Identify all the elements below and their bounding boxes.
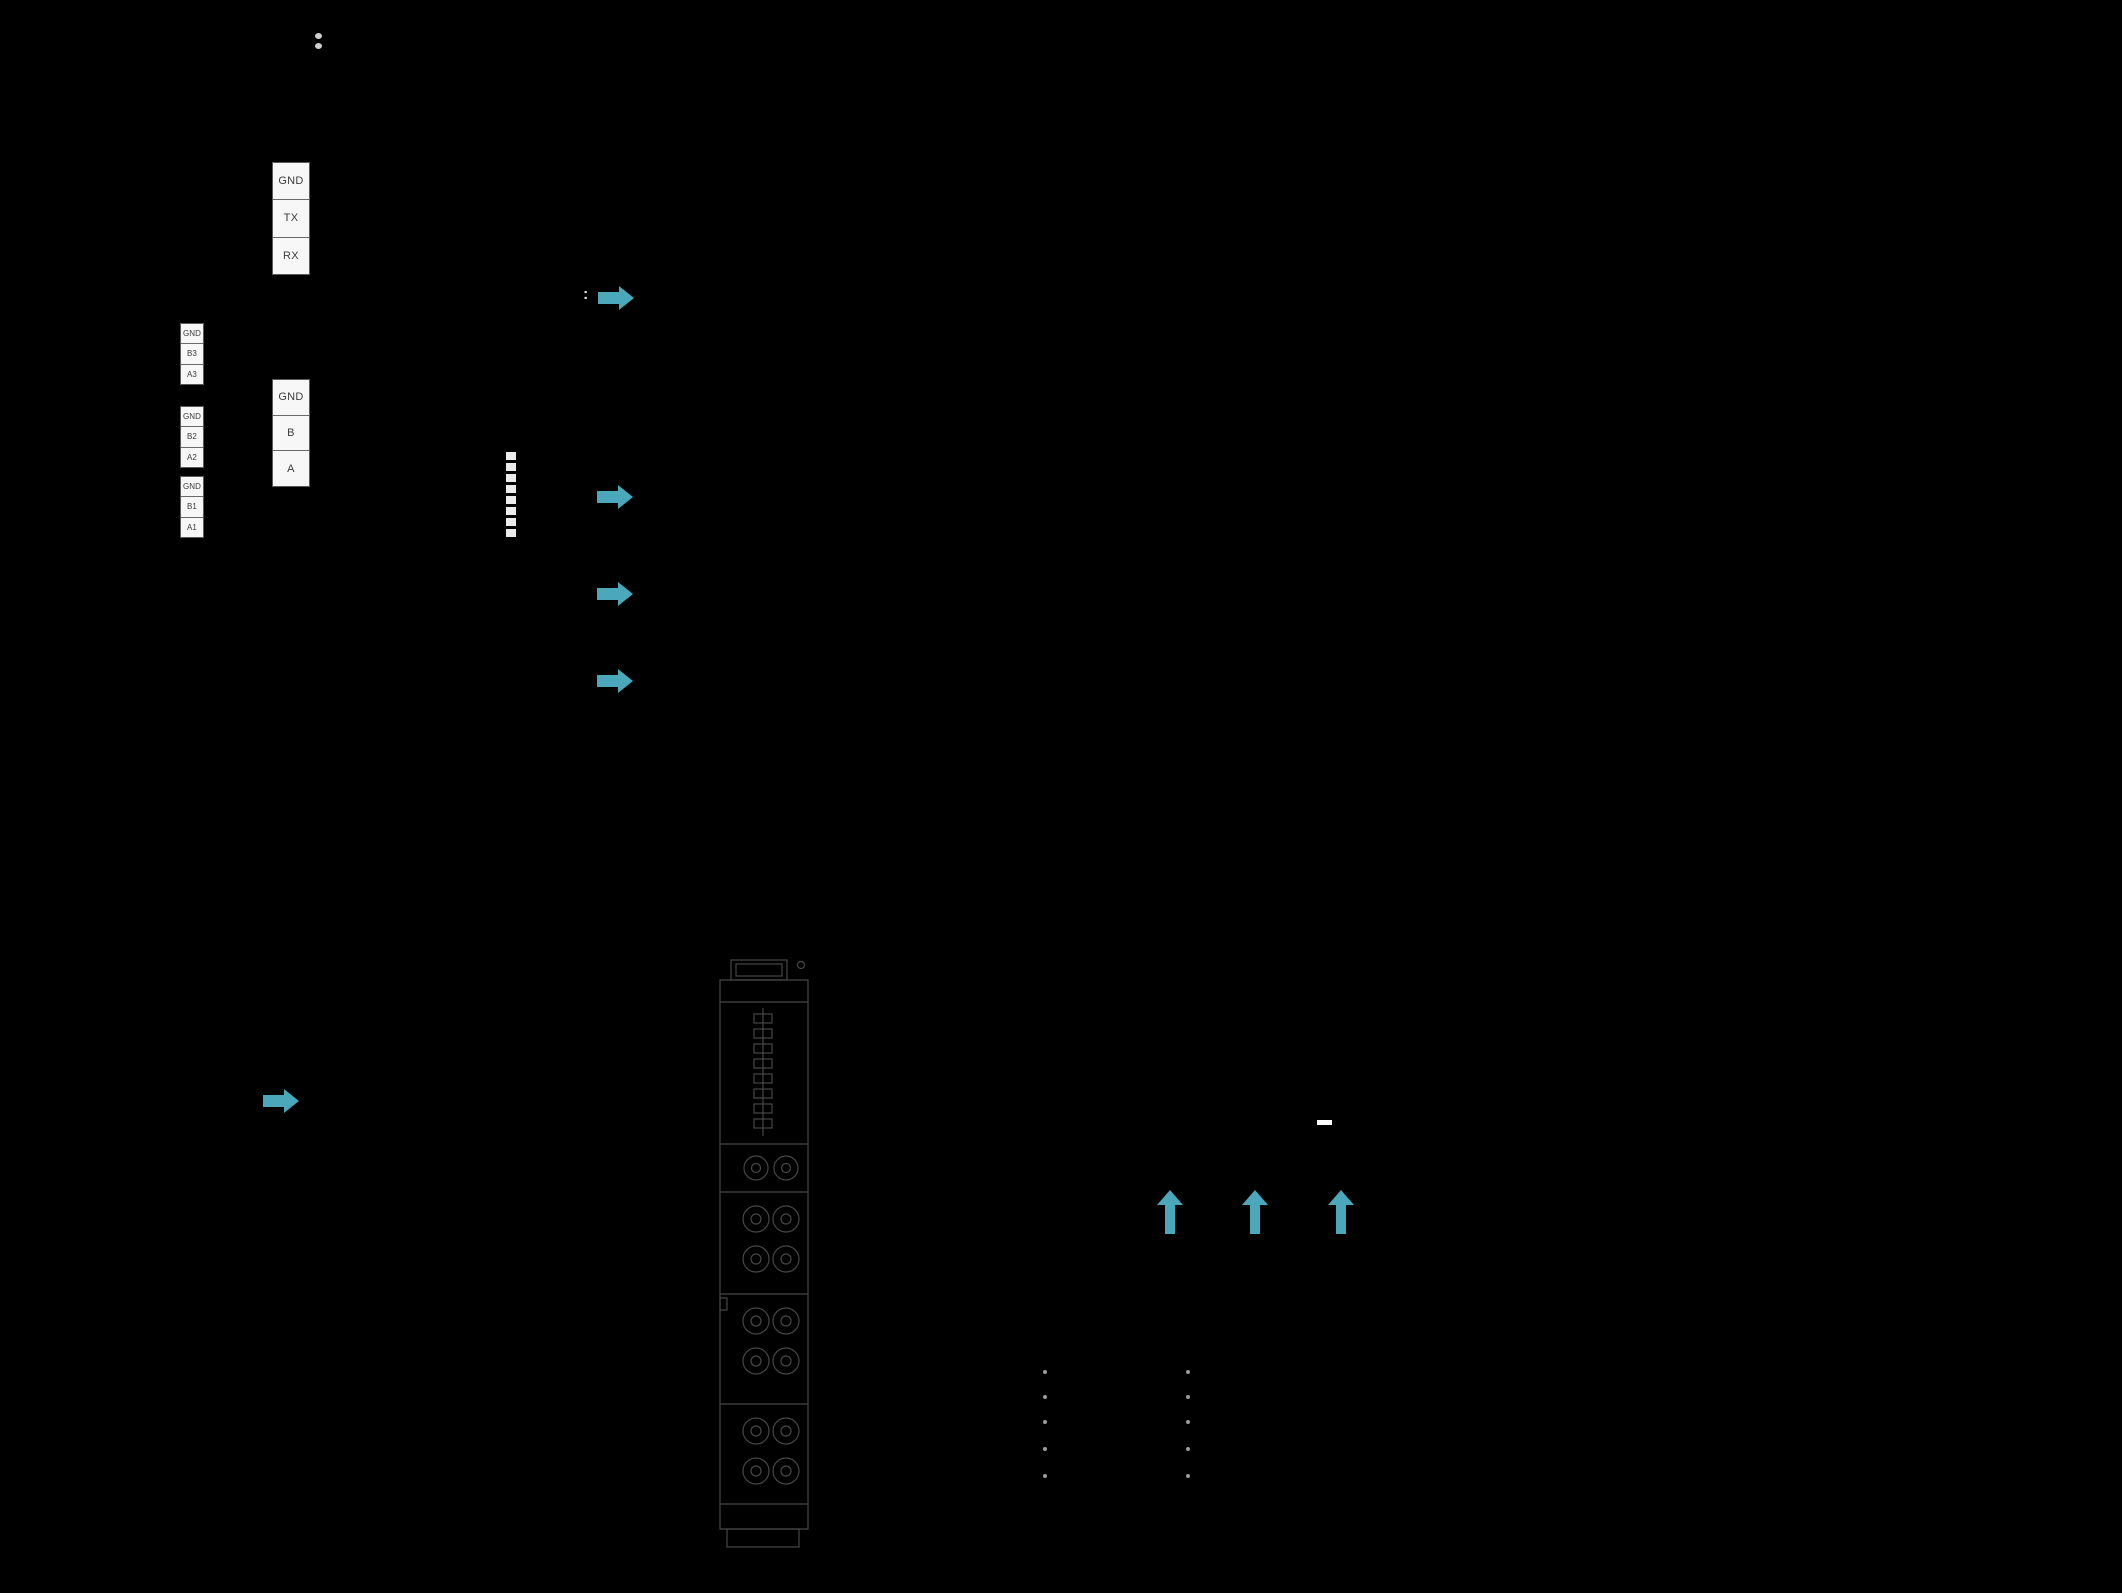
text-dot-marker xyxy=(1043,1447,1047,1451)
text-dot-marker xyxy=(1043,1395,1047,1399)
text-dot-marker xyxy=(1186,1420,1190,1424)
callout-arrow-right-icon xyxy=(598,286,634,310)
text-dot-marker xyxy=(1043,1370,1047,1374)
pin-label: RX xyxy=(283,249,299,262)
text-dot-marker xyxy=(1186,1370,1190,1374)
contact-strip-segment xyxy=(506,507,516,515)
vertical-dots-icon xyxy=(315,33,322,53)
contact-strip-segment xyxy=(506,474,516,482)
contact-strip-segment xyxy=(506,485,516,493)
contact-strip-segment xyxy=(506,496,516,504)
pin-label: TX xyxy=(273,200,309,238)
callout-arrow-right-icon xyxy=(597,582,633,606)
pin-label: GND xyxy=(181,477,203,498)
io-terminal-module-drawing xyxy=(719,959,809,1548)
module-body xyxy=(719,979,809,1530)
pin-label: B2 xyxy=(181,427,203,448)
pin-label: A2 xyxy=(187,452,197,462)
module-top-detail xyxy=(796,960,806,970)
text-dot-marker xyxy=(1043,1420,1047,1424)
pin-label: B1 xyxy=(181,497,203,518)
contact-strip-segment xyxy=(506,529,516,537)
callout-arrow-up-icon xyxy=(1157,1190,1183,1234)
contact-strip xyxy=(506,452,516,537)
pin-label: GND xyxy=(181,407,203,428)
contact-strip-segment xyxy=(506,518,516,526)
pin-label: A xyxy=(287,462,295,475)
dash-marker xyxy=(1317,1120,1332,1125)
module-top-tab xyxy=(730,959,788,981)
callout-arrow-right-icon xyxy=(597,485,633,509)
contact-strip-segment xyxy=(506,452,516,460)
pin-label: B xyxy=(273,416,309,452)
pin-label: GND xyxy=(273,163,309,201)
dot xyxy=(315,43,322,49)
text-dot-marker xyxy=(1186,1447,1190,1451)
module-top-tab-inner xyxy=(735,963,783,977)
callout-arrow-right-icon xyxy=(597,669,633,693)
module-bottom-foot xyxy=(726,1528,800,1548)
pin-label: GND xyxy=(181,324,203,345)
callout-arrow-right-icon xyxy=(263,1089,299,1113)
callout-arrow-up-icon xyxy=(1242,1190,1268,1234)
text-dot-marker xyxy=(1186,1395,1190,1399)
pin-label: A1 xyxy=(187,522,197,532)
pin-label: A3 xyxy=(187,369,197,379)
pin-label: B3 xyxy=(181,344,203,365)
text-dot-marker xyxy=(1043,1474,1047,1478)
text-dot-marker xyxy=(1186,1474,1190,1478)
contact-strip-segment xyxy=(506,463,516,471)
colon-marker: : xyxy=(583,286,589,303)
pin-label: GND xyxy=(273,380,309,416)
callout-arrow-up-icon xyxy=(1328,1190,1354,1234)
dot xyxy=(315,33,322,39)
